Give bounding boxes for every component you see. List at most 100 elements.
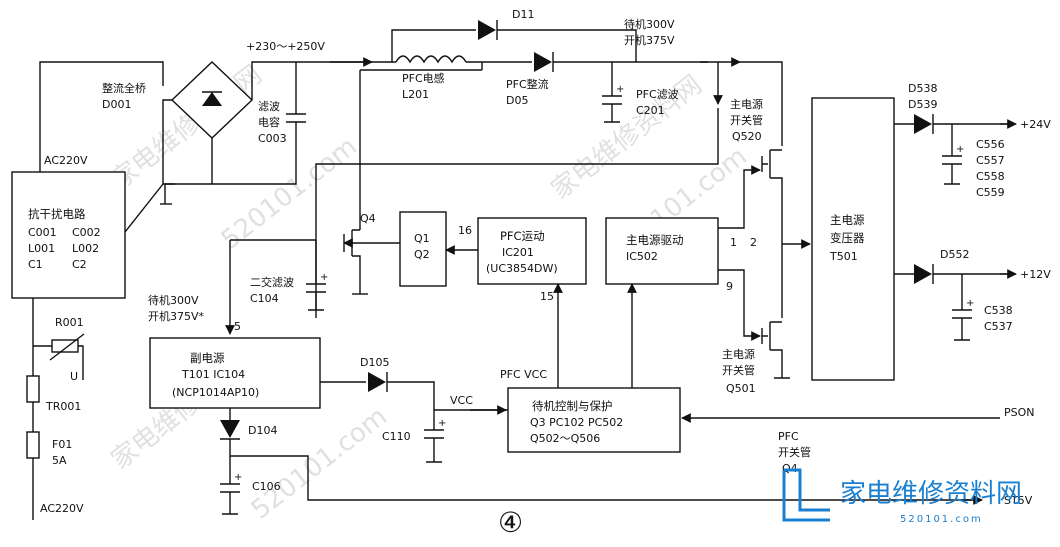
ic201-name: PFC运动 [500, 229, 545, 243]
c106-label: C106 [252, 480, 281, 493]
ac-input-bottom-label: AC220V [40, 502, 84, 515]
c556-label: C556 [976, 138, 1005, 151]
ic502-pin2: 2 [750, 236, 757, 249]
wire [33, 345, 84, 380]
emi-part-c2: C2 [72, 258, 87, 271]
d05-name: PFC整流 [506, 77, 549, 91]
q501-drive-wire [718, 269, 761, 341]
pson-label: PSON [1004, 406, 1035, 419]
logo-url: 520101.com [900, 514, 983, 525]
c538-capacitor [952, 274, 972, 341]
d538-label: D538 [908, 82, 937, 95]
c104-name: 二交滤波 [250, 275, 294, 289]
ic502-ref: IC502 [626, 250, 658, 263]
c537-label: C537 [984, 320, 1013, 333]
q4-ref: Q4 [360, 212, 376, 225]
wire [932, 264, 1008, 284]
ic201-ref: IC201 [502, 246, 534, 259]
ic201-pin16: 16 [458, 224, 472, 237]
watermark-text: 520101.com [246, 401, 393, 525]
bridge-diode-symbol [202, 92, 222, 106]
d105-label: D105 [360, 356, 389, 369]
aux-psu-block [149, 337, 321, 409]
d05-diode [534, 52, 552, 72]
c556-plus: + [956, 144, 964, 155]
site-logo: 家电维修资料网 520101.com [782, 468, 1022, 525]
c003-capacitor [212, 62, 306, 185]
d104-diode [220, 420, 240, 438]
tr001-label: TR001 [45, 400, 81, 413]
q501-name: 主电源 [722, 347, 755, 361]
standby-mid-line1: 待机300V [148, 293, 199, 307]
d11-label: D11 [512, 8, 534, 21]
logo-text: 家电维修资料网 [840, 479, 1022, 509]
out24-voltage: +24V [1020, 118, 1051, 131]
t501-name2: 变压器 [830, 231, 865, 245]
f01-rating: 5A [52, 454, 67, 467]
emi-filter-title: 抗干扰电路 [28, 207, 86, 221]
l201-inductor [395, 55, 467, 64]
d05-ref: D05 [506, 94, 528, 107]
q501-mosfet [761, 244, 790, 379]
d538-diode [914, 114, 932, 134]
q501-ref: Q501 [726, 382, 756, 395]
q520-drive-wire [718, 165, 761, 229]
ic502-name: 主电源驱动 [626, 233, 684, 247]
c538-label: C538 [984, 304, 1013, 317]
c201-ref: C201 [636, 104, 665, 117]
q520-mosfet [740, 61, 783, 244]
tr001-part [26, 375, 40, 403]
wire [391, 29, 476, 62]
c110-plus: + [438, 418, 446, 429]
r001-variable-mark [49, 333, 85, 361]
watermark-text: 520101.com [216, 131, 363, 255]
q2-label: Q2 [414, 248, 430, 261]
aux-psu-name: 副电源 [190, 351, 225, 365]
ic201-part: (UC3854DW) [486, 262, 558, 275]
c201-plus: + [616, 84, 624, 95]
d552-label: D552 [940, 248, 969, 261]
ic201-block [477, 217, 587, 285]
pfc-note-line1: PFC [778, 430, 799, 443]
bridge-name: 整流全桥 [102, 81, 146, 95]
standby-control-line2: Q3 PC102 PC502 [530, 416, 623, 429]
standby-control-line3: Q502～Q506 [530, 432, 600, 445]
d552-diode [914, 264, 932, 284]
u-label: U [70, 370, 78, 383]
aux-pin5: 5 [234, 320, 241, 333]
q520-name2: 开关管 [730, 113, 763, 127]
pfc-vcc-label: PFC VCC [500, 368, 547, 381]
ic502-pin1: 1 [730, 236, 737, 249]
ac-input-top-label: AC220V [44, 154, 88, 167]
d539-label: D539 [908, 98, 937, 111]
emi-part-c001: C001 [28, 226, 57, 239]
c110-label: C110 [382, 430, 411, 443]
r001-label: R001 [55, 316, 84, 329]
ic502-block [605, 217, 719, 285]
emi-part-c1: C1 [28, 258, 43, 271]
c559-label: C559 [976, 186, 1005, 199]
q1-label: Q1 [414, 232, 430, 245]
emi-filter-block [11, 171, 126, 299]
c556-capacitor [942, 124, 962, 185]
q520-name: 主电源 [730, 97, 763, 111]
wire [932, 114, 1008, 134]
emi-part-l002: L002 [72, 242, 99, 255]
figure-number: ④ [498, 506, 523, 539]
vcc-label: VCC [450, 394, 473, 407]
wire-dc-bus [251, 61, 396, 100]
f01-fuse [26, 431, 40, 459]
c538-plus: + [966, 298, 974, 309]
d104-label: D104 [248, 424, 277, 437]
c558-label: C558 [976, 170, 1005, 183]
q501-name2: 开关管 [722, 363, 755, 377]
aux-psu-refs: T101 IC104 [181, 368, 245, 381]
c106-plus: + [234, 472, 242, 483]
c201-name: PFC滤波 [636, 88, 679, 101]
pfc-note-line2: 开关管 [778, 445, 811, 459]
ic502-pin9: 9 [726, 280, 733, 293]
standby-top-line1: 待机300V [624, 17, 675, 31]
logo-mark-icon [782, 468, 830, 522]
t501-name: 主电源 [830, 213, 865, 227]
